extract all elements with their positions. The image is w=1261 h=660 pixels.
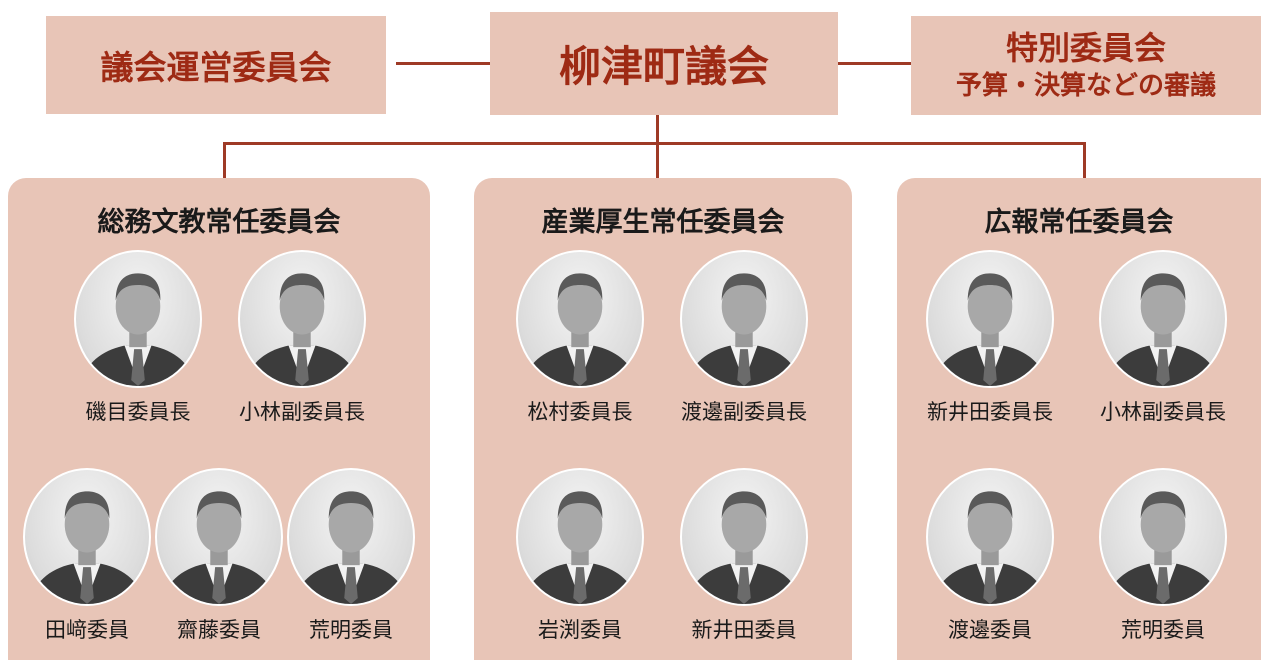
member-card: 岩渕委員 xyxy=(500,468,660,644)
connector-trunk xyxy=(656,115,659,145)
member-name: 小林副委員長 xyxy=(239,400,365,424)
member-portrait xyxy=(155,468,283,606)
portrait-silhouette xyxy=(1104,491,1222,604)
connector-drop-3 xyxy=(1083,142,1086,178)
member-name: 磯目委員長 xyxy=(85,400,191,424)
special-committee-subtitle: 予算・決算などの審議 xyxy=(955,70,1216,101)
member-card: 磯目委員長 xyxy=(58,250,218,426)
connector-branch-bar xyxy=(223,142,1086,145)
member-portrait xyxy=(238,250,366,388)
member-portrait xyxy=(1099,468,1227,606)
member-card: 荒明委員 xyxy=(271,468,431,644)
member-name: 新井田委員長 xyxy=(927,400,1053,424)
portrait-silhouette xyxy=(1104,273,1222,386)
connector-drop-2 xyxy=(656,142,659,178)
portrait-silhouette xyxy=(521,491,639,604)
committee-title: 広報常任委員会 xyxy=(984,207,1174,238)
portrait-silhouette xyxy=(28,491,146,604)
portrait-silhouette xyxy=(243,273,361,386)
council-box: 柳津町議会 xyxy=(490,12,838,115)
committee-panel-public-relations: 広報常任委員会 新井田委員長 小林副委員長 渡邊委員 荒明委員 xyxy=(897,178,1261,660)
portrait-silhouette xyxy=(931,491,1049,604)
member-card: 新井田委員 xyxy=(664,468,824,644)
council-title: 柳津町議会 xyxy=(558,42,769,91)
committee-title: 総務文教常任委員会 xyxy=(97,207,341,238)
portrait-silhouette xyxy=(79,273,197,386)
portrait-silhouette xyxy=(292,491,410,604)
member-name: 荒明委員 xyxy=(309,618,393,642)
member-card: 荒明委員 xyxy=(1083,468,1243,644)
portrait-silhouette xyxy=(685,491,803,604)
committee-title: 産業厚生常任委員会 xyxy=(541,207,785,238)
connector-left xyxy=(396,62,490,65)
portrait-silhouette xyxy=(685,273,803,386)
member-card: 田﨑委員 xyxy=(7,468,167,644)
member-name: 渡邊副委員長 xyxy=(681,400,807,424)
portrait-silhouette xyxy=(521,273,639,386)
committee-panel-industry-welfare: 産業厚生常任委員会 松村委員長 渡邊副委員長 岩渕委員 新井田委員 xyxy=(474,178,852,660)
member-card: 渡邊副委員長 xyxy=(664,250,824,426)
member-card: 齋藤委員 xyxy=(139,468,299,644)
member-portrait xyxy=(516,468,644,606)
steering-committee-title: 議会運営委員会 xyxy=(100,48,332,87)
member-card: 松村委員長 xyxy=(500,250,660,426)
portrait-silhouette xyxy=(931,273,1049,386)
member-portrait xyxy=(680,468,808,606)
member-name: 小林副委員長 xyxy=(1100,400,1226,424)
member-card: 小林副委員長 xyxy=(1083,250,1243,426)
special-committee-title: 特別委員会 xyxy=(1005,28,1166,67)
member-name: 松村委員長 xyxy=(527,400,633,424)
steering-committee-box: 議会運営委員会 xyxy=(46,16,386,114)
member-portrait xyxy=(287,468,415,606)
member-portrait xyxy=(1099,250,1227,388)
committee-panel-general-affairs: 総務文教常任委員会 磯目委員長 小林副委員長 田﨑委員 齋藤委員 荒明委員 xyxy=(8,178,430,660)
member-portrait xyxy=(926,250,1054,388)
member-name: 荒明委員 xyxy=(1121,618,1205,642)
member-name: 新井田委員 xyxy=(691,618,797,642)
portrait-silhouette xyxy=(160,491,278,604)
member-portrait xyxy=(516,250,644,388)
connector-right xyxy=(838,62,911,65)
member-portrait xyxy=(74,250,202,388)
member-portrait xyxy=(680,250,808,388)
member-name: 渡邊委員 xyxy=(948,618,1032,642)
member-name: 岩渕委員 xyxy=(538,618,622,642)
member-portrait xyxy=(23,468,151,606)
member-portrait xyxy=(926,468,1054,606)
connector-drop-1 xyxy=(223,142,226,178)
member-name: 齋藤委員 xyxy=(177,618,261,642)
member-name: 田﨑委員 xyxy=(45,618,129,642)
special-committee-box: 特別委員会 予算・決算などの審議 xyxy=(911,16,1261,115)
member-card: 小林副委員長 xyxy=(222,250,382,426)
member-card: 新井田委員長 xyxy=(910,250,1070,426)
member-card: 渡邊委員 xyxy=(910,468,1070,644)
